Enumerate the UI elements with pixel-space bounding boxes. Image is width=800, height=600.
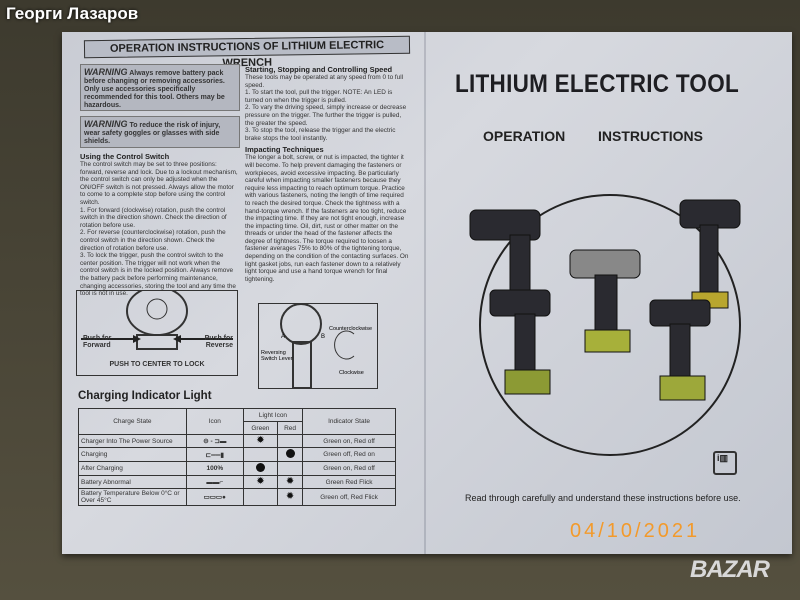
green-light (242, 447, 279, 462)
red-light (276, 461, 304, 476)
battery-state-icon: ▬▬⌐ (185, 475, 244, 489)
table-row: Charging ⊏══▮ Green off, Red on (78, 447, 396, 462)
switch-figure: Push for Forward Push for Reverse PUSH T… (76, 286, 238, 376)
wrench-top-illustration (81, 286, 233, 350)
warning-label: WARNING (84, 119, 128, 129)
table-row: Battery Abnormal ▬▬⌐ ✹ ✹ Green Red Flick (78, 475, 396, 489)
indicator-state: Green on, Red off (302, 461, 396, 476)
step: 1. For forward (clockwise) rotation, pus… (80, 206, 227, 229)
red-light: ✹ (276, 488, 304, 506)
section-title: Impacting Techniques (245, 145, 324, 155)
indicator-state: Green off, Red on (302, 447, 396, 462)
operation-heading: OPERATION (483, 128, 566, 144)
header-icon: Icon (185, 408, 244, 435)
reversing-lever-label: Reversing Switch Lever (261, 350, 293, 362)
section-text: The control switch may be set to three p… (80, 161, 238, 206)
charge-state: Battery Temperature Below 0°C or Over 45… (78, 488, 187, 506)
charge-state: Battery Abnormal (78, 475, 187, 489)
control-switch-section: Using the Control Switch The control swi… (80, 152, 240, 298)
date-stamp: 04/10/2021 (570, 520, 701, 542)
section-text: The longer a bolt, screw, or nut is impa… (245, 154, 409, 283)
counterclockwise-label: Counterclockwise (329, 326, 373, 332)
charge-state: Charging (78, 447, 187, 462)
battery-state-icon: ▭▭▭● (185, 488, 244, 506)
red-light: ✹ (276, 475, 304, 489)
green-light (242, 461, 279, 476)
indicator-state: Green off, Red Flick (302, 488, 396, 506)
clockwise-label: Clockwise (339, 370, 364, 376)
watermark-logo: BAZAR (690, 556, 770, 583)
speed-section: Starting, Stopping and Controlling Speed… (245, 65, 410, 283)
warning-box-1: WARNING Always remove battery pack befor… (80, 64, 240, 111)
section-text: These tools may be operated at any speed… (245, 74, 404, 89)
label-b: B (321, 334, 326, 340)
green-light: ✹ (242, 434, 279, 448)
read-manual-icon: i▥ (713, 451, 737, 475)
warning-text: Always remove battery pack before changi… (84, 70, 225, 109)
battery-state-icon: ⊝ - ⊐▬ (185, 434, 244, 448)
step: 3. To lock the trigger, push the control… (80, 252, 236, 298)
power-tools-illustration (469, 194, 741, 456)
step: 2. To vary the driving speed, simply inc… (245, 104, 407, 127)
warning-label: WARNING (84, 67, 128, 77)
red-light (276, 447, 304, 462)
right-title: LITHIUM ELECTRIC TOOL (455, 70, 739, 98)
green-light: ✹ (242, 475, 279, 489)
section-title: Starting, Stopping and Controlling Speed (245, 65, 393, 74)
charge-state: Charger Into The Power Source (78, 434, 187, 448)
battery-state-icon: ⊏══▮ (185, 447, 244, 462)
push-reverse-label: Push for Reverse (204, 335, 233, 349)
table-row: Battery Temperature Below 0°C or Over 45… (78, 488, 396, 506)
step: 2. For reverse (counterclockwise) rotati… (80, 229, 226, 252)
red-light (276, 434, 304, 448)
reversing-lever-figure: A B Reversing Switch Lever Counterclockw… (258, 303, 378, 389)
green-light (242, 488, 279, 506)
indicator-state: Green Red Flick (302, 475, 396, 489)
page-fold (424, 32, 426, 554)
warning-box-2: WARNING To reduce the risk of injury, we… (80, 116, 240, 148)
warning-text: To reduce the risk of injury, wear safet… (84, 122, 221, 145)
section-title: Using the Control Switch (80, 152, 170, 161)
instructions-heading: INSTRUCTIONS (598, 128, 703, 144)
table-row: After Charging 100% Green on, Red off (78, 461, 396, 476)
header-green: Green (242, 421, 279, 435)
push-forward-label: Push for Forward (83, 335, 112, 349)
center-lock-label: PUSH TO CENTER TO LOCK (109, 361, 205, 368)
user-name: Георги Лазаров (6, 4, 139, 23)
charging-indicator-table: Charge State Icon Light Icon Indicator S… (78, 408, 396, 506)
battery-state-icon: 100% (185, 461, 244, 476)
header-indicator-state: Indicator State (302, 408, 396, 435)
indicator-state: Green on, Red off (302, 434, 396, 448)
charge-state: After Charging (78, 461, 187, 476)
charging-title: Charging Indicator Light (78, 390, 212, 402)
label-a: A (281, 334, 286, 340)
read-instructions-note: Read through carefully and understand th… (465, 493, 741, 503)
step: 3. To stop the tool, release the trigger… (245, 127, 396, 142)
step: 1. To start the tool, pull the trigger. … (245, 89, 393, 104)
header-light-icon: Light Icon (242, 408, 304, 422)
header-charge-state: Charge State (78, 408, 187, 435)
table-row: Charger Into The Power Source ⊝ - ⊐▬ ✹ G… (78, 434, 396, 448)
header-red: Red (276, 421, 304, 435)
